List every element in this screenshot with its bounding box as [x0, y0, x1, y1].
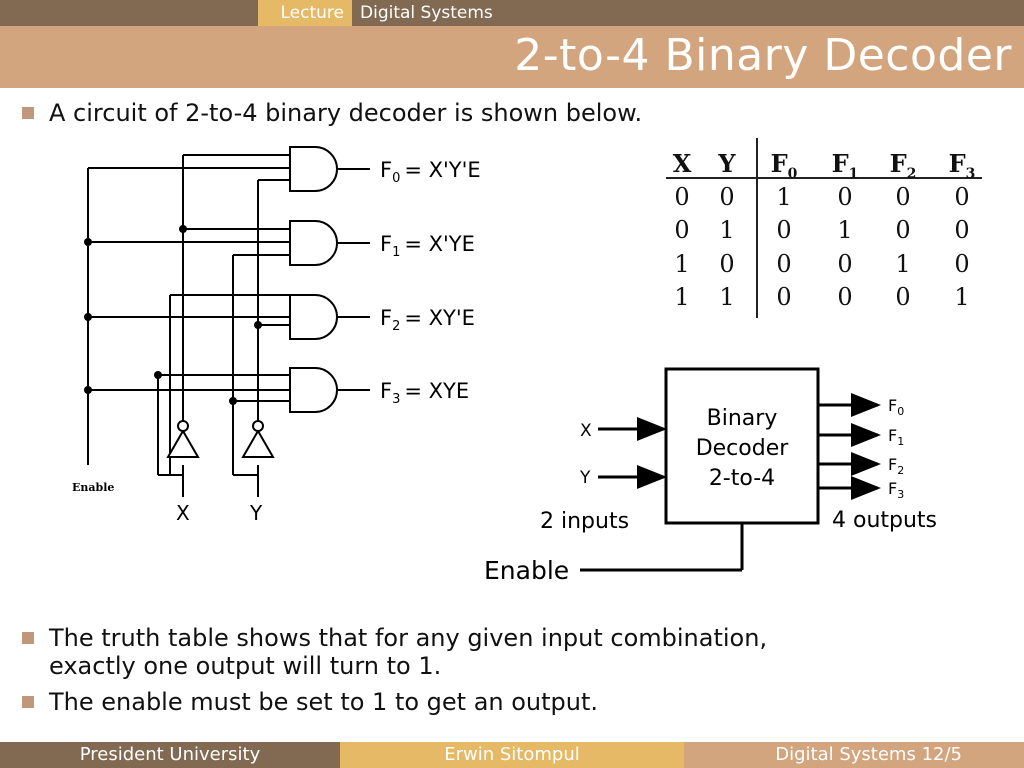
- table-cell: 1: [674, 250, 690, 278]
- output-eq-f0: F0= X'Y'E: [380, 158, 481, 186]
- box-line-1: Binary: [707, 406, 778, 431]
- header-cell: X: [672, 149, 692, 178]
- and-gates: [289, 146, 338, 413]
- bullet-square-icon: [22, 696, 34, 708]
- input-x-label: X: [176, 501, 190, 525]
- block-output-f2: F2: [888, 455, 904, 477]
- table-cell: 0: [954, 216, 970, 244]
- table-cell: 0: [674, 216, 690, 244]
- title-bar: 2-to-4 Binary Decoder: [0, 26, 1024, 88]
- table-cell: 1: [954, 283, 970, 311]
- table-cell: 0: [895, 216, 911, 244]
- table-divider-horizontal: [666, 177, 982, 179]
- output-eq-f2: F2= XY'E: [380, 306, 475, 334]
- table-row: 0 1 0 1 0 0: [662, 214, 982, 246]
- outputs-caption: 4 outputs: [832, 508, 937, 533]
- decoder-block-diagram: Binary Decoder 2-to-4 X Y 2 inputs 4 out…: [484, 367, 937, 585]
- block-enable-label: Enable: [484, 556, 569, 585]
- table-cell: 0: [837, 183, 853, 211]
- header-cell: F0: [770, 149, 798, 182]
- table-cell: 1: [837, 216, 853, 244]
- output-eq-f3: F3= XYE: [380, 379, 469, 407]
- block-output-f3: F3: [888, 479, 904, 501]
- footer-author: Erwin Sitompul: [340, 742, 684, 768]
- slide-title: 2-to-4 Binary Decoder: [514, 30, 1012, 81]
- table-row: 1 1 0 0 0 1: [662, 281, 982, 313]
- footer-institution: President University: [0, 742, 340, 768]
- block-output-f0: F0: [888, 396, 904, 418]
- inputs-caption: 2 inputs: [540, 509, 629, 534]
- footer-page-number: Digital Systems 12/5: [684, 742, 1024, 768]
- bullet-text: The enable must be set to 1 to get an ou…: [49, 688, 599, 716]
- bullet-square-icon: [22, 632, 34, 644]
- table-cell: 0: [674, 183, 690, 211]
- table-cell: 0: [954, 183, 970, 211]
- table-cell: 0: [837, 283, 853, 311]
- junction-dots: [84, 225, 262, 405]
- block-input-x: X: [580, 421, 592, 441]
- block-output-f1: F1: [888, 426, 904, 448]
- input-y-label: Y: [249, 501, 263, 525]
- header-cell: Y: [718, 149, 736, 178]
- table-row: 0 0 1 0 0 0: [662, 181, 982, 213]
- table-cell: 0: [719, 183, 735, 211]
- bullet-text-line-1: The truth table shows that for any given…: [49, 624, 768, 652]
- table-cell: 0: [837, 250, 853, 278]
- crumb-course[interactable]: Digital Systems: [360, 3, 493, 23]
- bullet-text: A circuit of 2-to-4 binary decoder is sh…: [49, 99, 643, 127]
- box-line-2: Decoder: [696, 436, 790, 461]
- truth-table: X Y F0 F1 F2 F3 0 0 1 0 0 0 0 1 0 1 0 0 …: [662, 138, 982, 318]
- decoder-box: [664, 367, 820, 525]
- bullet-text-line-2: exactly one output will turn to 1.: [49, 652, 442, 680]
- header-cell: F2: [889, 149, 917, 182]
- table-row: 1 0 0 0 1 0: [662, 248, 982, 280]
- box-line-3: 2-to-4: [709, 466, 775, 491]
- output-eq-f1: F1= X'YE: [380, 232, 475, 260]
- table-divider-vertical: [756, 138, 758, 318]
- table-cell: 0: [719, 250, 735, 278]
- table-cell: 1: [674, 283, 690, 311]
- top-bar: Lecture Digital Systems: [0, 0, 1024, 26]
- output-equations: F0= X'Y'E F1= X'YE F2= XY'E F3= XYE: [380, 158, 481, 407]
- block-input-y: Y: [579, 468, 591, 488]
- header-cell: F1: [831, 149, 859, 182]
- table-cell: 1: [719, 216, 735, 244]
- decoder-circuit-diagram: Enable X Y F0= X'Y'E F1= X'YE F2= XY'E F…: [72, 146, 481, 525]
- table-header-row: X Y F0 F1 F2 F3: [662, 148, 982, 182]
- table-cell: 0: [776, 283, 792, 311]
- table-cell: 0: [895, 183, 911, 211]
- header-cell: F3: [948, 149, 976, 182]
- table-cell: 0: [895, 283, 911, 311]
- enable-label: Enable: [72, 481, 114, 494]
- table-cell: 0: [954, 250, 970, 278]
- table-cell: 0: [776, 250, 792, 278]
- table-cell: 0: [776, 216, 792, 244]
- table-cell: 1: [719, 283, 735, 311]
- crumb-lecture[interactable]: Lecture: [258, 0, 352, 26]
- bullet-square-icon: [22, 107, 34, 119]
- table-cell: 1: [776, 183, 792, 211]
- table-cell: 1: [895, 250, 911, 278]
- not-gates: [166, 420, 275, 458]
